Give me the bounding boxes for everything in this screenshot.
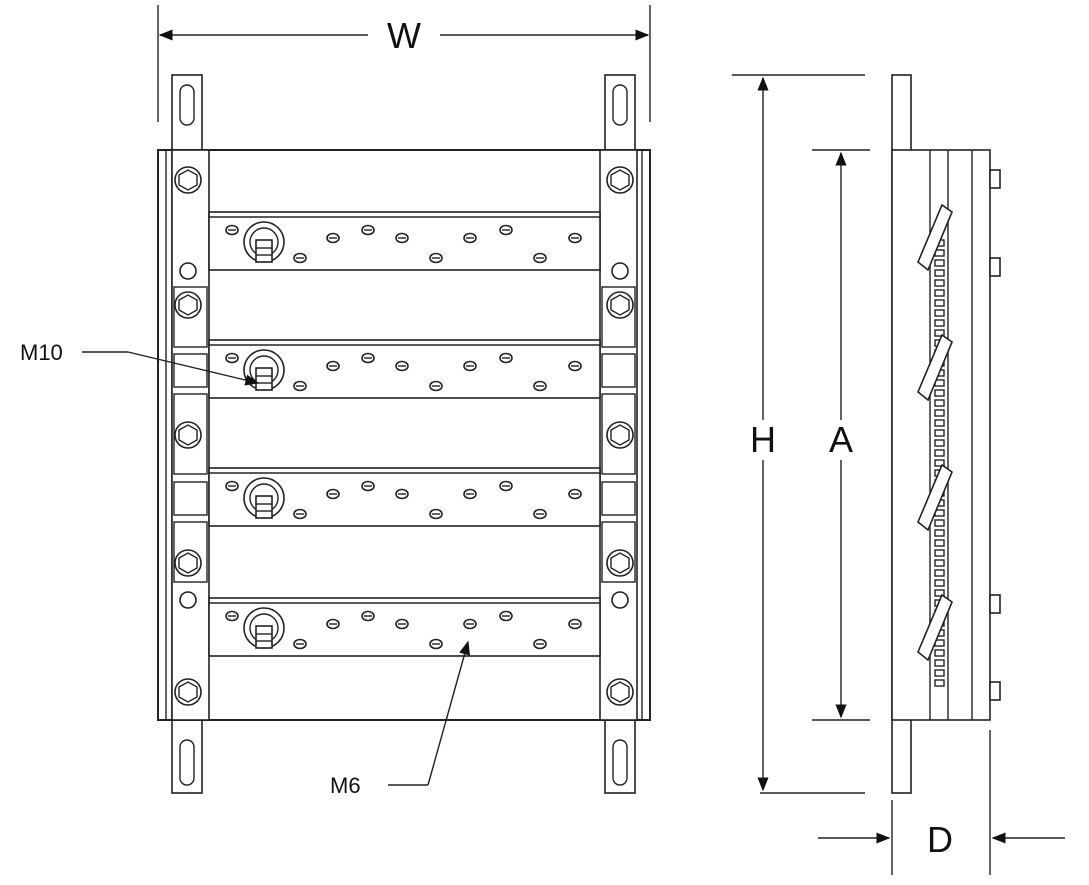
m6-label: M6	[330, 773, 361, 798]
m6-hole	[395, 618, 409, 630]
m6-hole	[463, 488, 477, 500]
comb-tooth	[934, 439, 945, 447]
m6-hole	[395, 232, 409, 244]
m6-hole	[326, 488, 340, 500]
m6-hole	[225, 610, 239, 622]
comb-tooth	[934, 679, 945, 687]
m6-hole	[395, 488, 409, 500]
m6-hole	[429, 252, 443, 264]
m6-hole	[533, 252, 547, 264]
comb-tooth	[934, 399, 945, 407]
comb-tooth	[934, 259, 945, 267]
comb-tooth	[934, 669, 945, 677]
side-bolts	[989, 169, 1001, 701]
comb-tooth	[934, 459, 945, 467]
m6-hole	[499, 224, 513, 236]
side-view	[891, 74, 1001, 794]
m6-hole	[225, 352, 239, 364]
busbar	[208, 211, 601, 271]
busbar	[208, 597, 601, 657]
comb-tooth	[934, 309, 945, 317]
m6-hole	[361, 610, 375, 622]
m6-hole	[293, 252, 307, 264]
m6-hole	[395, 360, 409, 372]
comb-tooth	[934, 389, 945, 397]
comb-tooth	[934, 519, 945, 527]
m6-hole	[326, 618, 340, 630]
m6-hole	[361, 224, 375, 236]
m6-hole	[225, 224, 239, 236]
comb-tooth	[934, 589, 945, 597]
m10-terminal	[243, 607, 285, 649]
comb-tooth	[934, 429, 945, 437]
m6-callout: M6	[330, 640, 470, 798]
comb-tooth	[934, 409, 945, 417]
height-label: H	[750, 419, 776, 460]
m6-hole	[293, 508, 307, 520]
m6-hole	[533, 638, 547, 650]
m6-hole	[463, 232, 477, 244]
m6-hole	[326, 360, 340, 372]
m10-terminal	[243, 477, 285, 519]
m6-hole	[361, 352, 375, 364]
front-view	[157, 74, 651, 794]
m6-hole	[225, 480, 239, 492]
m6-hole	[463, 618, 477, 630]
m10-label: M10	[20, 340, 63, 365]
busbars	[208, 211, 601, 657]
m10-callout: M10	[20, 340, 260, 386]
slanted-busbars	[917, 203, 953, 662]
m6-hole	[533, 380, 547, 392]
m6-hole	[429, 508, 443, 520]
m6-hole	[568, 618, 582, 630]
comb-tooth	[934, 549, 945, 557]
comb-tooth	[934, 419, 945, 427]
frame-nuts	[174, 166, 634, 706]
comb-tooth	[934, 539, 945, 547]
comb-tooth	[934, 579, 945, 587]
busbar	[208, 467, 601, 527]
m6-hole	[533, 508, 547, 520]
m6-hole	[568, 488, 582, 500]
height-dimension: H	[732, 74, 865, 794]
m6-hole	[429, 638, 443, 650]
comb-tooth	[934, 279, 945, 287]
m10-terminal	[243, 349, 285, 391]
m6-hole	[499, 610, 513, 622]
width-label: W	[387, 15, 421, 56]
m6-hole	[293, 638, 307, 650]
comb-tooth	[934, 269, 945, 277]
m6-hole	[463, 360, 477, 372]
inner-height-dimension: A	[812, 149, 870, 721]
comb-tooth	[934, 559, 945, 567]
m6-hole	[361, 480, 375, 492]
m6-hole	[499, 352, 513, 364]
busbar	[208, 339, 601, 399]
comb-tooth	[934, 329, 945, 337]
side-insulators	[173, 286, 636, 583]
m6-hole	[568, 360, 582, 372]
inner-height-label: A	[829, 419, 853, 460]
m6-hole	[326, 232, 340, 244]
comb-tooth	[934, 529, 945, 537]
comb-tooth	[934, 299, 945, 307]
m6-hole	[499, 480, 513, 492]
depth-dimension: D	[818, 730, 1065, 875]
m6-hole	[429, 380, 443, 392]
comb-tooth	[934, 449, 945, 457]
depth-label: D	[927, 819, 953, 860]
comb-tooth	[934, 319, 945, 327]
comb-tooth	[934, 659, 945, 667]
m6-hole	[293, 380, 307, 392]
m6-hole	[568, 232, 582, 244]
m10-terminal	[243, 221, 285, 263]
comb-tooth	[934, 649, 945, 657]
width-dimension: W	[157, 5, 651, 122]
comb-tooth	[934, 289, 945, 297]
comb-tooth	[934, 569, 945, 577]
